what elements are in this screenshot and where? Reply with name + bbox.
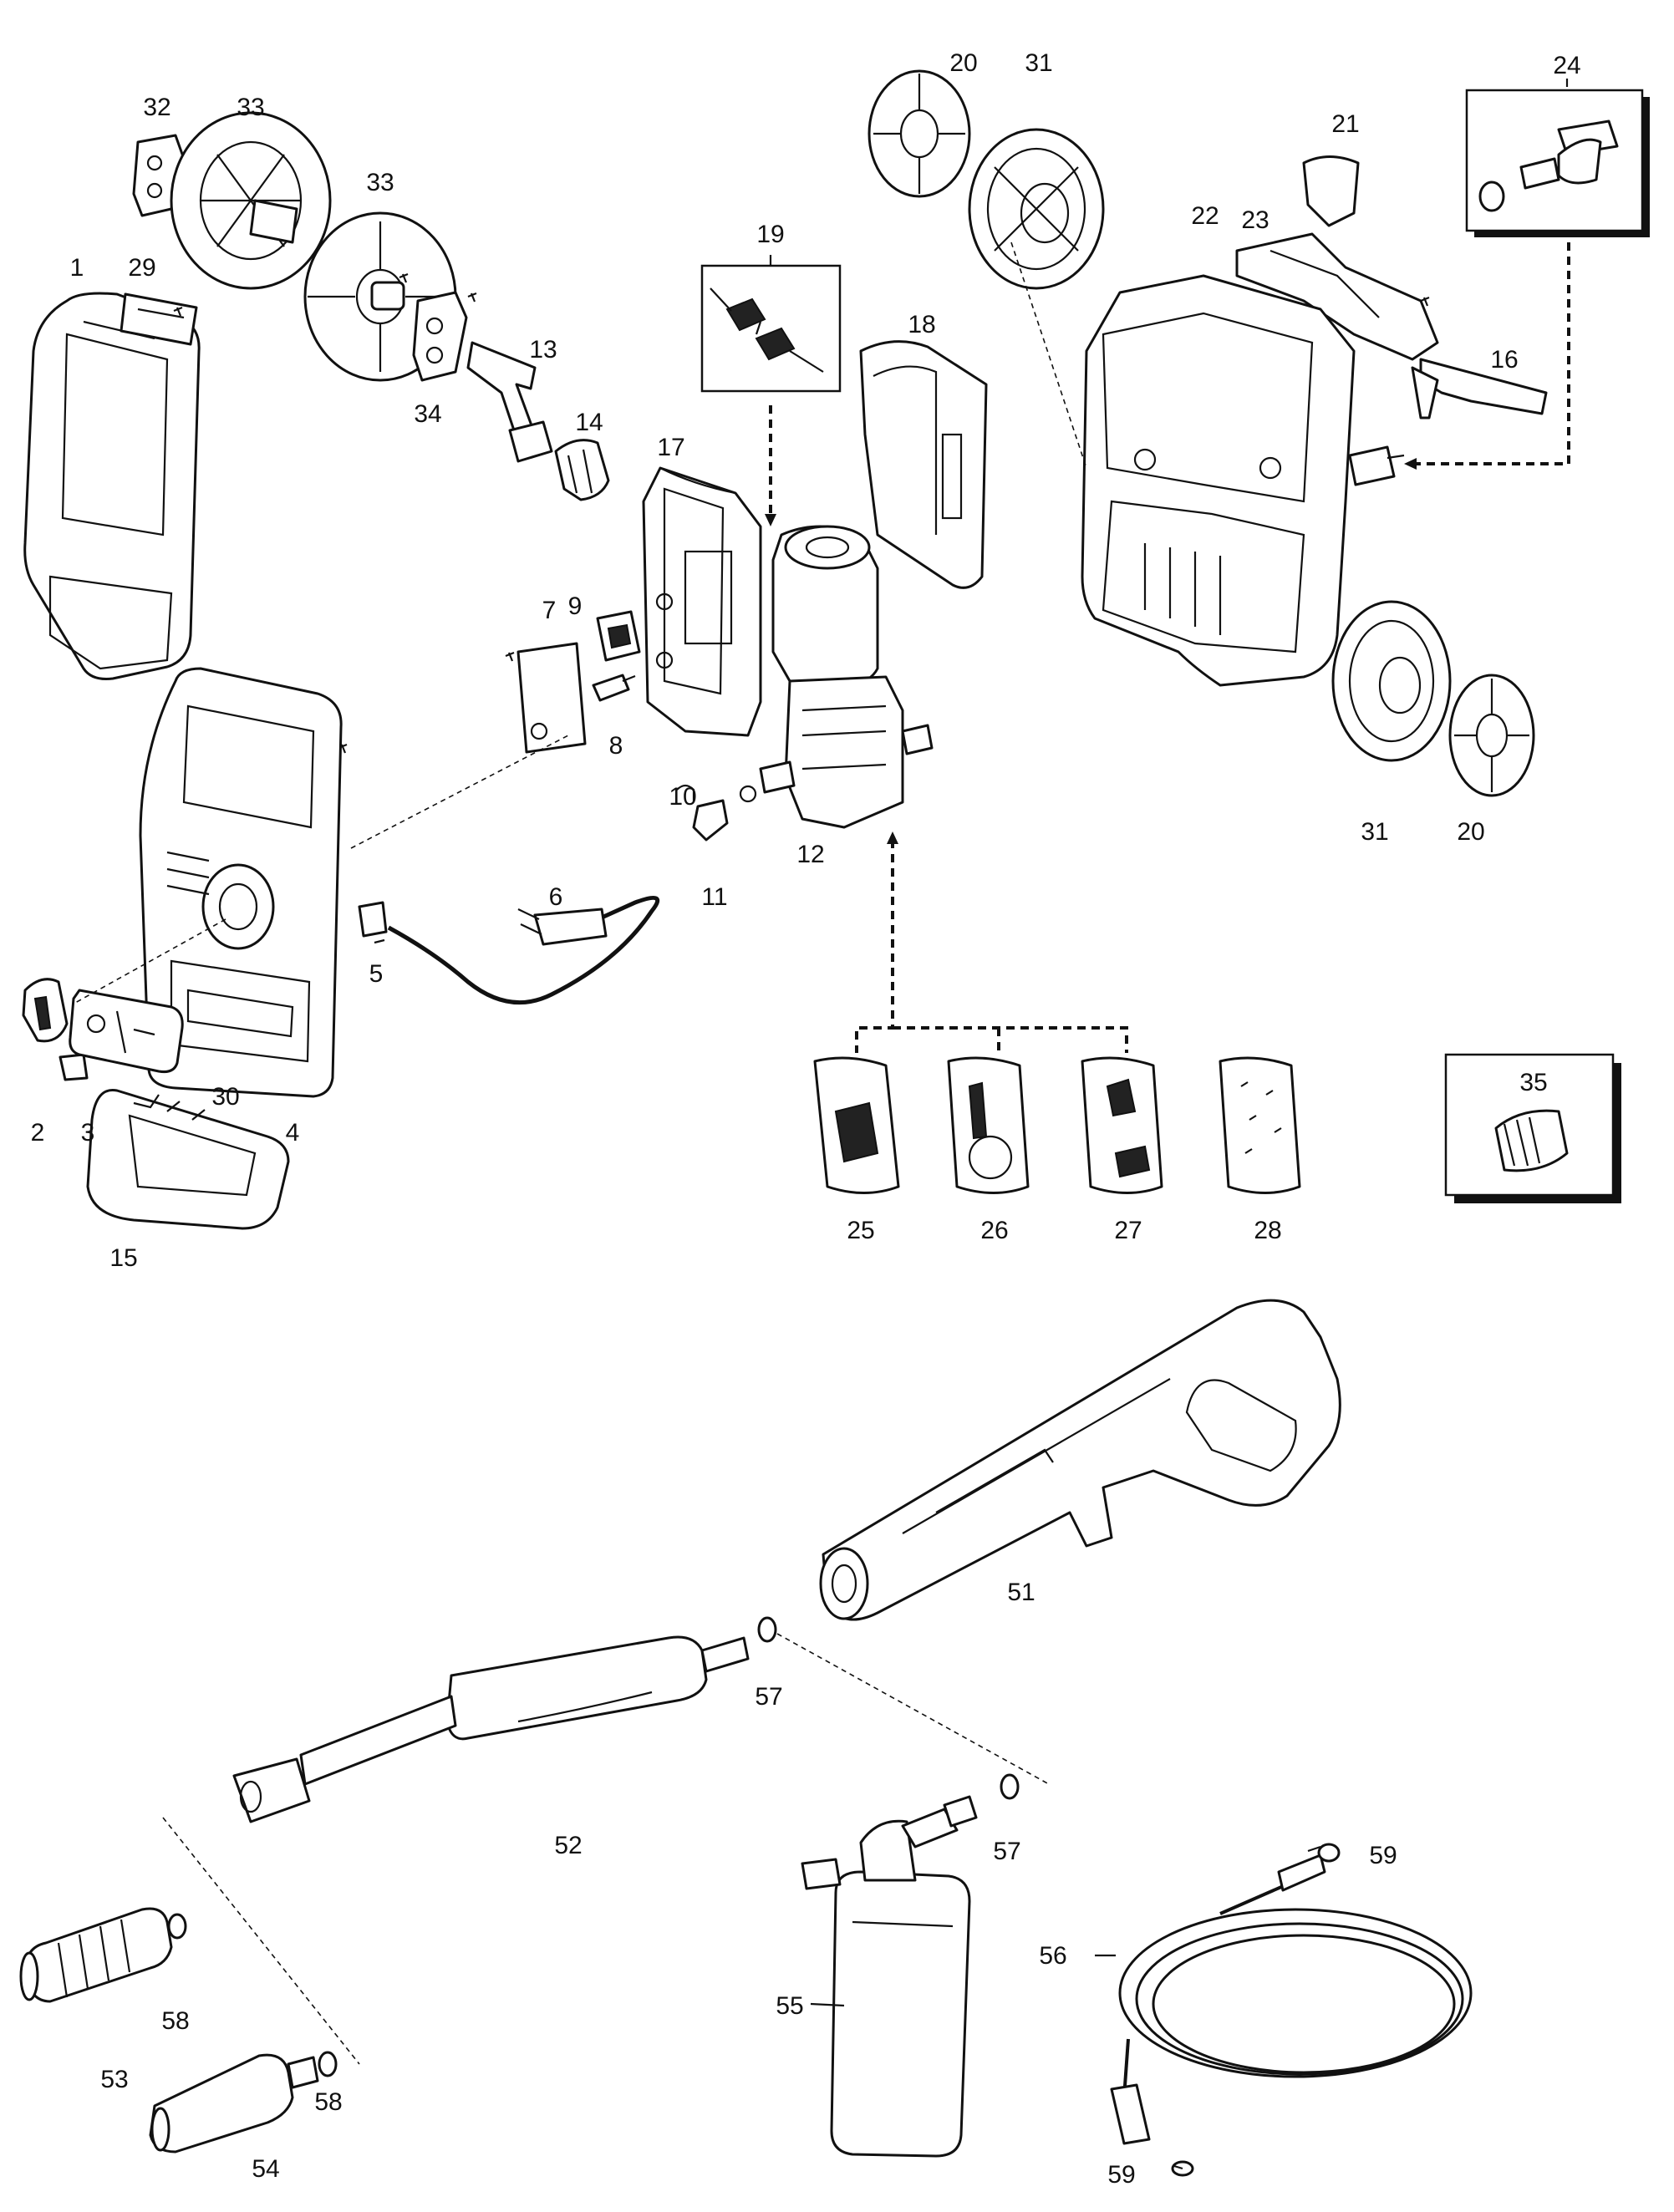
- label-16: 16: [1490, 346, 1518, 374]
- label-3: 3: [81, 1119, 95, 1147]
- control-plate-part: [516, 642, 587, 754]
- wheel-bottom-part: [1331, 600, 1452, 762]
- power-cord-part: [387, 895, 660, 1005]
- label-29: 29: [128, 254, 155, 282]
- label-14: 14: [575, 409, 603, 436]
- motor-cover-part: [859, 340, 988, 589]
- label-9: 9: [568, 592, 583, 620]
- label-7: 7: [542, 597, 557, 624]
- wheel-cap-top-part: [868, 69, 971, 198]
- inlet-fitting-part: [1348, 445, 1405, 486]
- crank-knob-part: [554, 439, 610, 501]
- o-ring-icons: [167, 1616, 1341, 2177]
- service-kit-bags: [813, 1056, 1301, 1194]
- valve-part: [676, 784, 757, 842]
- small-clip-part: [59, 1053, 89, 1081]
- label-8: 8: [609, 732, 623, 760]
- spray-gun-part: [819, 1299, 1341, 1621]
- wheel-top-part: [968, 128, 1105, 290]
- label-18: 18: [908, 311, 935, 338]
- crank-handle-part: [466, 341, 553, 463]
- label-22: 22: [1191, 202, 1219, 230]
- label-2: 2: [31, 1119, 45, 1147]
- label-20b: 20: [1457, 818, 1484, 846]
- label-57a: 57: [755, 1683, 782, 1711]
- carry-handle-part: [86, 1088, 290, 1230]
- turbo-nozzle-part: [19, 1907, 173, 2003]
- label-10: 10: [669, 783, 696, 811]
- label-56: 56: [1039, 1942, 1066, 1970]
- label-11: 11: [701, 883, 727, 911]
- label-19: 19: [756, 221, 784, 248]
- switch-part: [596, 610, 641, 662]
- quick-coupler-box: [1444, 1053, 1621, 1203]
- label-30: 30: [211, 1083, 239, 1111]
- label-55: 55: [776, 1992, 803, 2020]
- label-32: 32: [143, 94, 170, 121]
- label-28: 28: [1254, 1217, 1281, 1244]
- part-number-labels: 1 29 32 33 33 34 13 14 17 18 19 20 31 21…: [31, 49, 1581, 2189]
- label-58b: 58: [314, 2088, 342, 2116]
- main-housing-part: [139, 667, 343, 1098]
- label-17: 17: [657, 434, 684, 461]
- label-58a: 58: [161, 2007, 189, 2035]
- handle-bracket-part: [1235, 232, 1439, 361]
- front-cover-part: [23, 292, 201, 680]
- motor-shroud-part: [642, 466, 762, 737]
- label-15: 15: [109, 1244, 137, 1272]
- wheel-cap-bottom-part: [1448, 674, 1535, 797]
- knob-part: [22, 978, 69, 1043]
- label-33a: 33: [237, 94, 264, 121]
- label-13: 13: [529, 336, 557, 364]
- label-35: 35: [1519, 1069, 1547, 1096]
- label-54: 54: [252, 2155, 279, 2183]
- hose-guide-part: [1411, 358, 1548, 420]
- fuse-part: [592, 674, 636, 702]
- label-21: 21: [1331, 110, 1359, 138]
- label-57b: 57: [993, 1838, 1020, 1865]
- label-26: 26: [980, 1217, 1008, 1244]
- label-27: 27: [1114, 1217, 1142, 1244]
- detergent-bottle-part: [801, 1795, 978, 2158]
- cord-clamp-part: [358, 901, 388, 938]
- badge-part: [120, 292, 198, 346]
- label-52: 52: [554, 1832, 582, 1859]
- motor-pump-part: [759, 525, 934, 829]
- reel-bracket-part: [412, 291, 468, 382]
- label-12: 12: [796, 841, 824, 868]
- label-59a: 59: [1369, 1842, 1397, 1869]
- label-4: 4: [286, 1119, 300, 1147]
- high-pressure-hose-part: [1110, 1854, 1473, 2145]
- kit-arrows: [765, 242, 1570, 1053]
- label-1: 1: [70, 254, 84, 282]
- label-34: 34: [414, 400, 441, 428]
- label-25: 25: [847, 1217, 874, 1244]
- label-31b: 31: [1361, 818, 1388, 846]
- vario-nozzle-part: [149, 2053, 319, 2154]
- label-59b: 59: [1107, 2161, 1135, 2189]
- inlet-coupling-box: [1465, 89, 1650, 237]
- label-23: 23: [1241, 206, 1269, 234]
- reel-drum-part: [170, 111, 332, 290]
- label-ticks: [374, 79, 1569, 2170]
- latch-part: [1302, 155, 1360, 227]
- lance-part: [232, 1635, 750, 1823]
- front-panel-part: [69, 989, 184, 1073]
- label-31a: 31: [1025, 49, 1052, 77]
- label-20a: 20: [949, 49, 977, 77]
- label-5: 5: [369, 960, 384, 988]
- label-33b: 33: [366, 169, 394, 196]
- main-frame-part: [1081, 274, 1356, 687]
- label-6: 6: [549, 883, 563, 911]
- brush-kit-box: [700, 264, 842, 393]
- label-24: 24: [1553, 52, 1580, 79]
- leader-lines: [74, 242, 1087, 2065]
- label-53: 53: [100, 2066, 128, 2093]
- label-51: 51: [1007, 1579, 1035, 1606]
